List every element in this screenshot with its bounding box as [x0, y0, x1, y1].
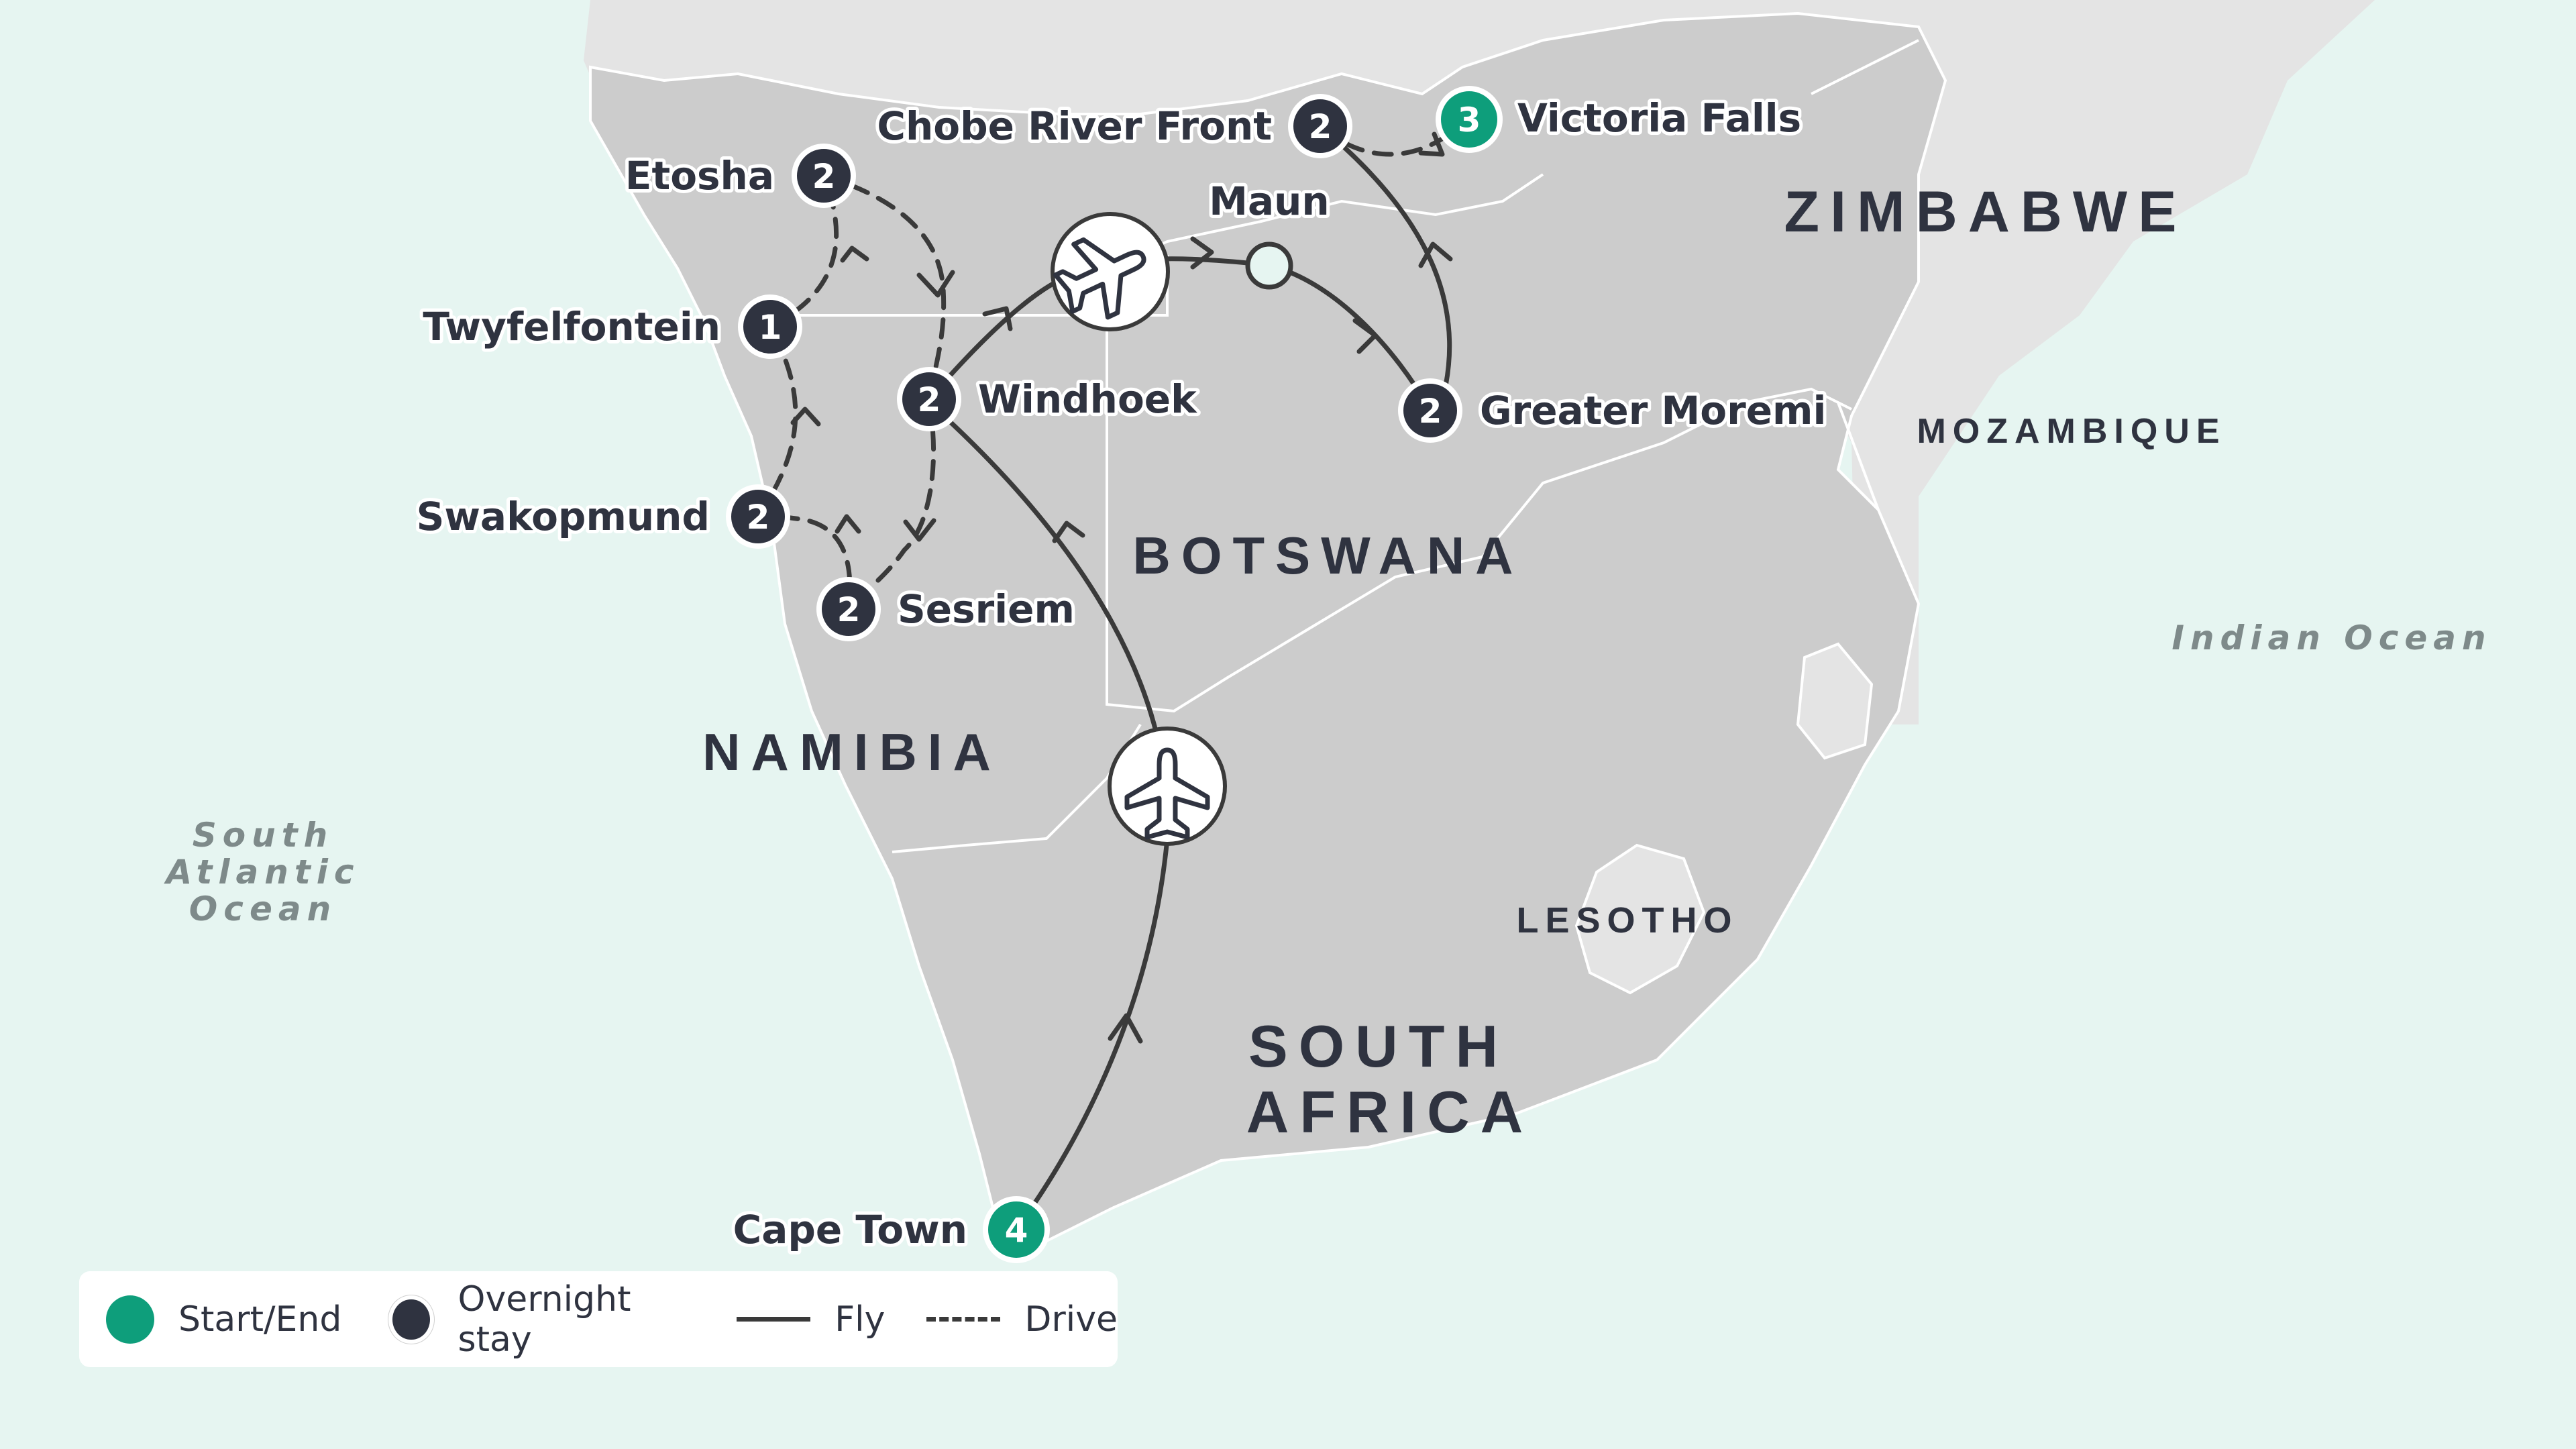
- ocean-label-indian: Indian Ocean: [2171, 619, 2491, 657]
- legend-fly: Fly: [737, 1299, 885, 1340]
- stop-label: Sesriem: [898, 586, 1075, 632]
- fly-line-swatch: [737, 1317, 811, 1322]
- country-label-mozambique: MOZAMBIQUE: [1917, 412, 2226, 451]
- ocean-label-atlantic-line2: Atlantic: [163, 853, 360, 892]
- stop-maun[interactable]: Maun: [1205, 175, 1333, 290]
- stop-etosha[interactable]: 2 Etosha: [622, 144, 856, 208]
- route-moremi-chobe: [1319, 125, 1452, 388]
- stop-label: Etosha: [625, 153, 774, 199]
- ocean-label-atlantic-line3: Ocean: [189, 890, 337, 928]
- lesotho-outline: [1574, 843, 1706, 995]
- stop-label: Greater Moremi: [1480, 388, 1826, 433]
- stop-nights: 2: [1309, 107, 1332, 146]
- country-label-namibia: NAMIBIA: [702, 722, 1002, 782]
- stop-label: Chobe River Front: [877, 103, 1272, 149]
- legend-overnight: Overnight stay: [388, 1279, 695, 1360]
- airplane-marker-north: [1051, 212, 1170, 331]
- country-label-south-africa-line1: SOUTH: [1248, 1013, 1509, 1079]
- country-label-lesotho: LESOTHO: [1516, 900, 1738, 941]
- drive-swakopmund-twyfelfontein: [755, 324, 798, 519]
- stop-nights: 2: [837, 590, 861, 629]
- legend: Start/End Overnight stay Fly Drive: [79, 1271, 1118, 1367]
- stop-label: Cape Town: [733, 1207, 967, 1252]
- stop-label: Windhoek: [978, 376, 1197, 422]
- stop-label: Swakopmund: [417, 494, 710, 539]
- legend-overnight-label: Overnight stay: [458, 1279, 631, 1360]
- fly-arrows: [982, 236, 1453, 1044]
- drive-line-swatch: [926, 1317, 1001, 1322]
- stop-nights: 4: [1005, 1211, 1028, 1250]
- airplane-icon: [1053, 237, 1146, 320]
- ocean-labels: Indian Ocean South Atlantic Ocean: [163, 619, 2491, 928]
- legend-drive: Drive: [926, 1299, 1118, 1340]
- start-end-swatch: [106, 1295, 154, 1344]
- legend-start-end: Start/End: [106, 1295, 341, 1344]
- stop-sesriem[interactable]: 2 Sesriem: [816, 577, 1078, 641]
- stop-windhoek[interactable]: 2 Windhoek: [897, 367, 1201, 431]
- stop-twyfelfontein[interactable]: 1 Twyfelfontein: [419, 294, 802, 359]
- stop-chobe-river-front[interactable]: 2 Chobe River Front: [873, 94, 1352, 158]
- stop-nights: 2: [918, 380, 941, 419]
- country-labels: ZIMBABWE MOZAMBIQUE BOTSWANA NAMIBIA SOU…: [702, 180, 2226, 1145]
- stop-victoria-falls[interactable]: 3 Victoria Falls: [1436, 86, 1805, 153]
- airplane-icon: [1124, 747, 1210, 840]
- ocean-label-atlantic-line1: South: [193, 816, 333, 855]
- stop-label: Twyfelfontein: [423, 304, 720, 350]
- legend-start-end-label: Start/End: [178, 1299, 342, 1340]
- eswatini-outline: [1796, 642, 1874, 760]
- drive-arrows: [790, 131, 1445, 542]
- airplane-marker-south: [1108, 727, 1227, 846]
- stop-nights: 2: [1419, 392, 1442, 431]
- stop-nights: 2: [812, 157, 836, 196]
- stop-greater-moremi[interactable]: 2 Greater Moremi: [1398, 378, 1829, 443]
- stop-label: Maun: [1209, 178, 1329, 224]
- stop-swakopmund[interactable]: 2 Swakopmund: [413, 484, 790, 549]
- stop-nights: 1: [759, 308, 782, 347]
- legend-fly-label: Fly: [835, 1299, 885, 1340]
- country-label-south-africa-line2: AFRICA: [1246, 1079, 1534, 1145]
- stop-nights: 3: [1458, 101, 1481, 140]
- country-label-botswana: BOTSWANA: [1133, 526, 1524, 585]
- overnight-swatch: [388, 1295, 434, 1344]
- legend-drive-label: Drive: [1024, 1299, 1118, 1340]
- stop-label: Victoria Falls: [1517, 95, 1801, 141]
- drive-sesriem-swakopmund: [755, 514, 853, 612]
- stop-cape-town[interactable]: 4 Cape Town: [730, 1196, 1050, 1263]
- stop-nights: 2: [747, 498, 770, 537]
- country-label-zimbabwe: ZIMBABWE: [1784, 180, 2188, 244]
- drive-etosha-windhoek: [821, 173, 947, 402]
